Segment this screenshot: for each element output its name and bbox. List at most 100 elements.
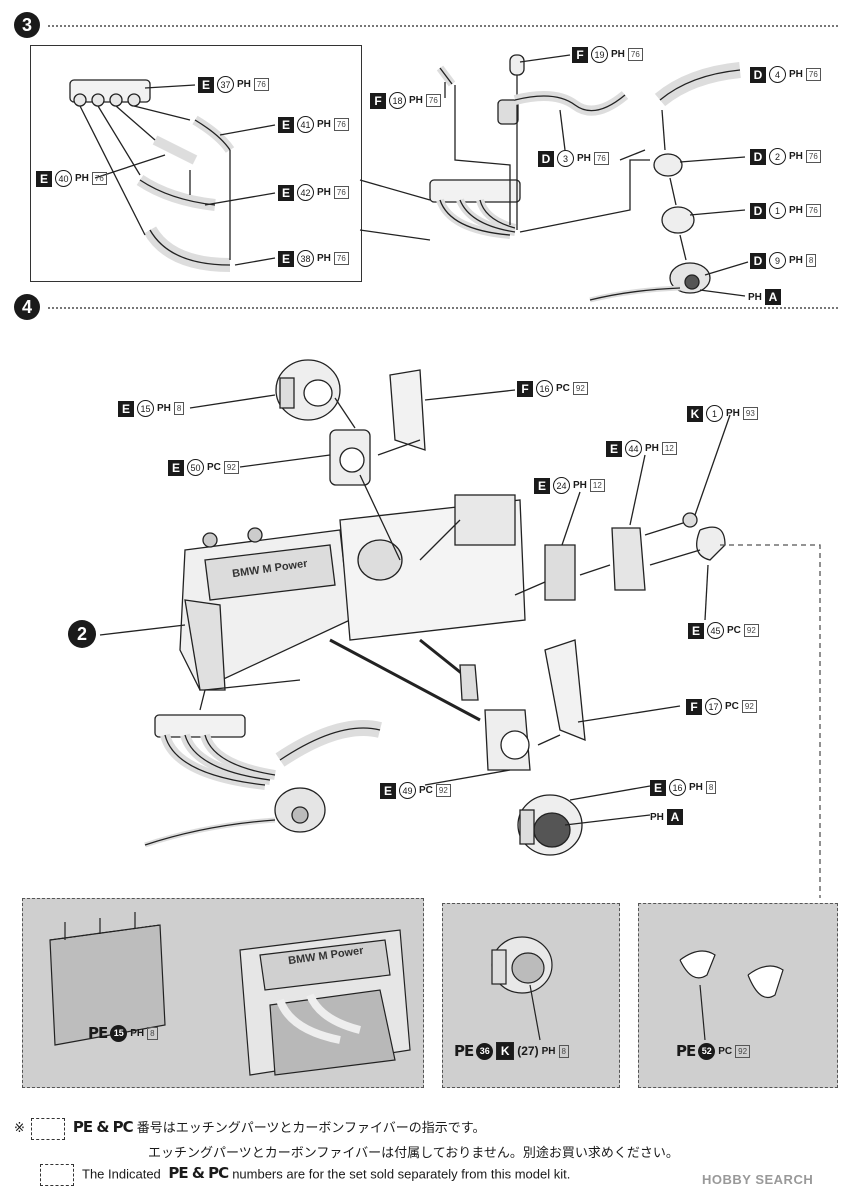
page-ref: 92 — [743, 624, 759, 637]
note-marker-box — [40, 1164, 74, 1186]
paint-ref: PH — [726, 408, 740, 419]
part-letter: F — [572, 46, 588, 63]
page-ref: 8 — [705, 781, 717, 794]
part-number: 18 — [389, 92, 406, 109]
pe-pc-marks: PE & PC — [168, 1164, 229, 1183]
page-ref: 92 — [572, 382, 588, 395]
paint-ref: PH — [789, 69, 803, 80]
pe-mark: PE — [676, 1042, 696, 1060]
part-letter: D — [750, 66, 766, 83]
page-ref: 8 — [558, 1044, 569, 1058]
assembly-number: 2 — [68, 620, 96, 648]
part-letter: D — [750, 202, 766, 219]
page-ref: 76 — [805, 204, 821, 217]
part-letter: K — [687, 405, 703, 422]
part-number: 45 — [707, 622, 724, 639]
paint-ref: PH — [317, 253, 331, 264]
part-letter: E — [198, 76, 214, 93]
part-number: 15 — [137, 400, 154, 417]
page-ref: 76 — [425, 94, 441, 107]
part-number: 1 — [706, 405, 723, 422]
paint-ref: PC — [207, 462, 221, 473]
part-letter: E — [168, 459, 184, 476]
paint-ref: PH — [409, 95, 423, 106]
step3-illustration — [69, 54, 749, 303]
paint-ref: PH — [645, 443, 659, 454]
paint-letter: A — [764, 289, 781, 305]
paint-ref: PH — [130, 1027, 145, 1039]
paint-ref: PH — [237, 79, 251, 90]
watermark: HOBBY SEARCH — [702, 1172, 814, 1187]
part-letter: E — [278, 184, 294, 201]
part-number: 49 — [399, 782, 416, 799]
page-ref: 76 — [593, 152, 609, 165]
part-letter: E — [278, 250, 294, 267]
part-number: 19 — [591, 46, 608, 63]
page-ref: 93 — [742, 407, 758, 420]
paint-ref: PH — [573, 480, 587, 491]
part-number: 40 — [55, 170, 72, 187]
part-number: 24 — [553, 477, 570, 494]
page-ref: 12 — [661, 442, 677, 455]
page-ref: 76 — [333, 118, 349, 131]
part-letter: E — [534, 477, 550, 494]
page-ref: 76 — [805, 68, 821, 81]
part-letter: D — [538, 150, 554, 167]
part-number: 17 — [705, 698, 722, 715]
page-ref: 8 — [147, 1026, 158, 1040]
pe-number: 36 — [476, 1042, 494, 1060]
paint-ref: PH — [689, 782, 703, 793]
page-ref: 76 — [333, 186, 349, 199]
paint-ref: PH — [577, 153, 591, 164]
paint-ref: PH — [789, 255, 803, 266]
page-ref: 76 — [91, 172, 107, 185]
pe-number: 15 — [110, 1024, 128, 1042]
step-divider — [48, 25, 838, 27]
option-panels-illustration — [49, 912, 784, 1076]
page-ref: 76 — [805, 150, 821, 163]
page-ref: 76 — [333, 252, 349, 265]
part-letter: E — [278, 116, 294, 133]
note-symbol: ※ — [14, 1120, 25, 1135]
paint-ref: PH — [789, 151, 803, 162]
part-letter: F — [686, 698, 702, 715]
paint-ref: PC — [556, 383, 570, 394]
page-ref: 76 — [627, 48, 643, 61]
part-number: 38 — [297, 250, 314, 267]
option-panel-brake — [442, 903, 620, 1088]
paint-ref: PH — [611, 49, 625, 60]
paint-ref: PH — [650, 811, 664, 823]
part-number: 2 — [769, 148, 786, 165]
page-ref: 92 — [735, 1044, 751, 1058]
part-letter: E — [36, 170, 52, 187]
paint-ref: PH — [748, 291, 762, 303]
part-letter: F — [370, 92, 386, 109]
paint-ref: PC — [727, 625, 741, 636]
page-ref: 76 — [253, 78, 269, 91]
note-text: 番号はエッチングパーツとカーボンファイバーの指示です。 — [136, 1120, 486, 1135]
part-number: (27) — [517, 1044, 539, 1058]
part-letter: E — [688, 622, 704, 639]
step-divider — [48, 307, 838, 309]
pe-number: 52 — [698, 1042, 716, 1060]
part-number: 41 — [297, 116, 314, 133]
detail-inset-box — [30, 45, 362, 282]
note-text: numbers are for the set sold separately … — [232, 1166, 571, 1182]
paint-ref: PC — [718, 1045, 733, 1057]
